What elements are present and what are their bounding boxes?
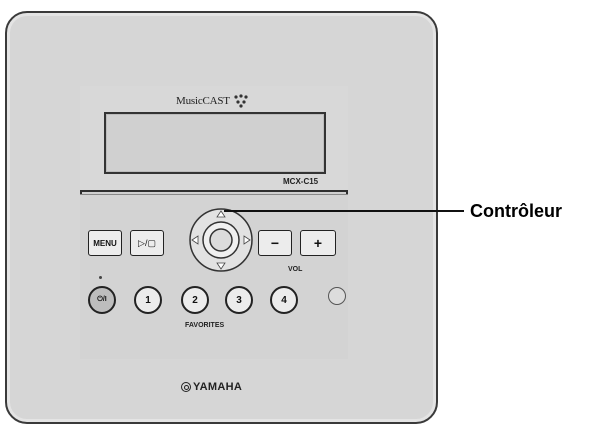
logo-text: YAMAHA <box>193 381 243 393</box>
lcd-screen <box>104 112 326 174</box>
power-indicator-dot <box>99 276 102 279</box>
arrow-left-icon[interactable] <box>191 235 199 245</box>
arrow-up-icon[interactable] <box>216 210 226 218</box>
arrow-down-icon[interactable] <box>216 262 226 270</box>
favorite-4-button[interactable]: 4 <box>270 286 298 314</box>
model-label: MCX-C15 <box>283 177 319 186</box>
power-button[interactable]: ⏻/I <box>88 286 116 314</box>
controller-dial[interactable] <box>188 207 254 273</box>
favorite-2-button[interactable]: 2 <box>181 286 209 314</box>
callout-label: Contrôleur <box>470 201 562 221</box>
favorite-3-button[interactable]: 3 <box>225 286 253 314</box>
volume-up-button[interactable]: + <box>300 230 336 256</box>
yamaha-emblem-icon <box>181 382 191 392</box>
menu-button[interactable]: MENU <box>88 230 122 256</box>
brand-text: MusicCAST <box>176 95 230 107</box>
vol-label: VOL <box>288 266 303 273</box>
callout-line <box>224 210 464 212</box>
play-pause-button[interactable]: ▷/▢ <box>130 230 164 256</box>
arrow-right-icon[interactable] <box>243 235 251 245</box>
musiccast-logo-icon <box>234 94 248 108</box>
yamaha-logo: YAMAHA <box>181 381 242 393</box>
favorites-label: FAVORITES <box>185 322 225 329</box>
volume-down-button[interactable]: − <box>258 230 292 256</box>
musiccast-brand: MusicCAST <box>176 92 249 110</box>
ir-sensor <box>328 287 346 305</box>
favorite-1-button[interactable]: 1 <box>134 286 162 314</box>
